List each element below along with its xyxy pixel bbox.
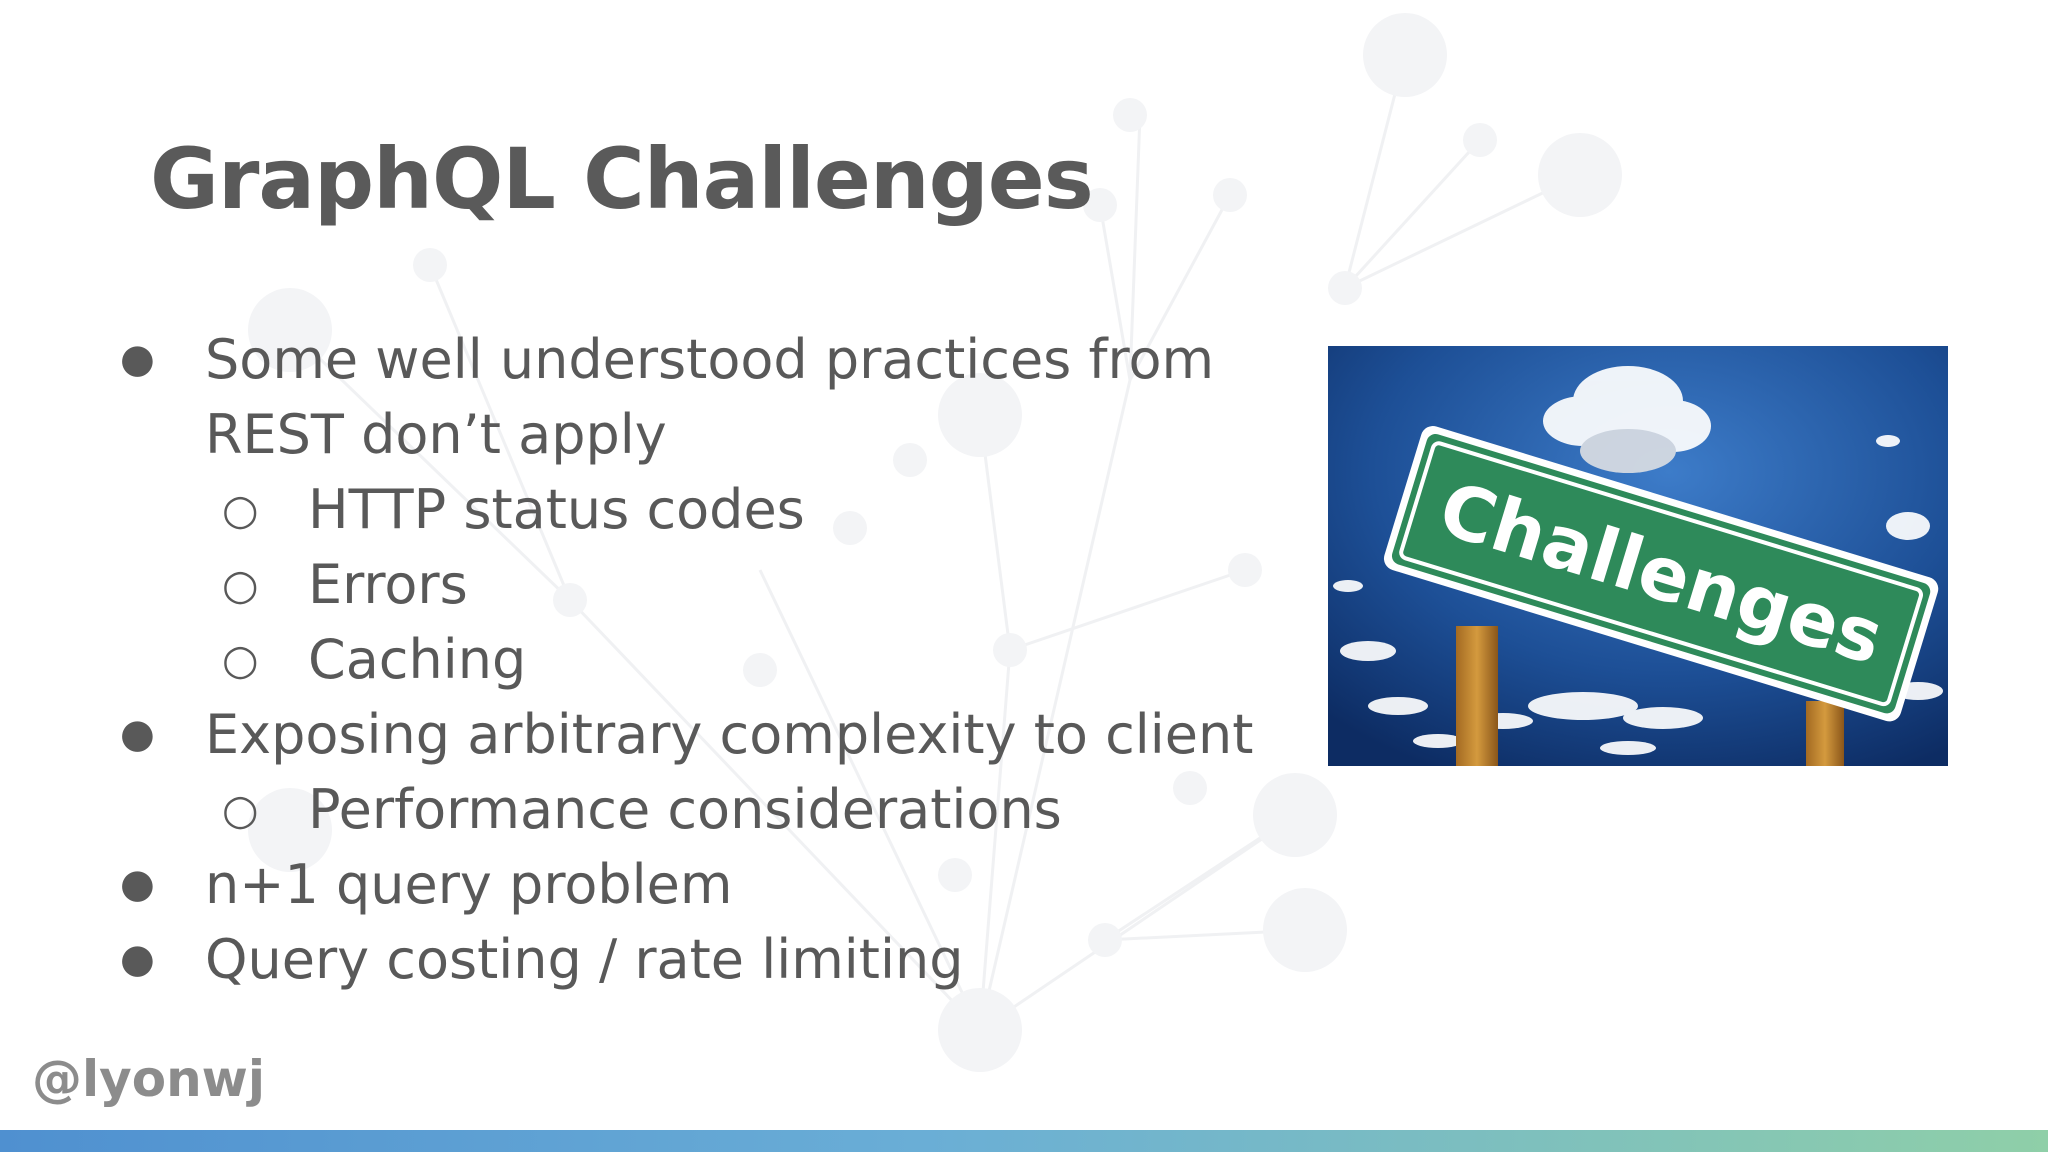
- bullet-text: Exposing arbitrary complexity to client: [205, 703, 1254, 766]
- bullet-text: n+1 query problem: [205, 853, 733, 916]
- bullet-item: ● n+1 query problem: [120, 847, 1270, 922]
- clouds: [1333, 366, 1943, 755]
- bullet-list: ● Some well understood practices from RE…: [120, 322, 1270, 997]
- sub-bullet-item: ○ Errors: [120, 547, 1270, 622]
- sub-bullet-text: Errors: [308, 553, 468, 616]
- sub-bullet-marker: ○: [222, 635, 259, 684]
- slide-title: GraphQL Challenges: [150, 130, 1094, 228]
- bullet-text: Query costing / rate limiting: [205, 928, 964, 991]
- sub-bullet-text: Performance considerations: [308, 778, 1062, 841]
- bullet-text: Some well understood practices from: [205, 328, 1215, 391]
- sub-bullet-marker: ○: [222, 785, 259, 834]
- bullet-item: ● Exposing arbitrary complexity to clien…: [120, 697, 1270, 772]
- sub-bullet-marker: ○: [222, 560, 259, 609]
- footer-gradient-bar: [0, 1130, 2048, 1152]
- bullet-marker: ●: [120, 711, 155, 757]
- bullet-item: ● Some well understood practices from: [120, 322, 1270, 397]
- sign-post-left: [1456, 626, 1498, 766]
- bullet-marker: ●: [120, 336, 155, 382]
- sub-bullet-marker: ○: [222, 485, 259, 534]
- challenges-sign-photo: Challenges: [1328, 346, 1948, 766]
- twitter-handle: @lyonwj: [32, 1050, 266, 1108]
- bullet-item: ● Query costing / rate limiting: [120, 922, 1270, 997]
- sub-bullet-item: ○ Performance considerations: [120, 772, 1270, 847]
- sub-bullet-item: ○ Caching: [120, 622, 1270, 697]
- sub-bullet-text: Caching: [308, 628, 527, 691]
- sub-bullet-text: HTTP status codes: [308, 478, 805, 541]
- bullet-marker: ●: [120, 936, 155, 982]
- bullet-marker: ●: [120, 861, 155, 907]
- bullet-item-continuation: REST don’t apply: [120, 397, 1270, 472]
- sub-bullet-item: ○ HTTP status codes: [120, 472, 1270, 547]
- bullet-text: REST don’t apply: [205, 403, 667, 466]
- sign-post-right: [1806, 701, 1844, 766]
